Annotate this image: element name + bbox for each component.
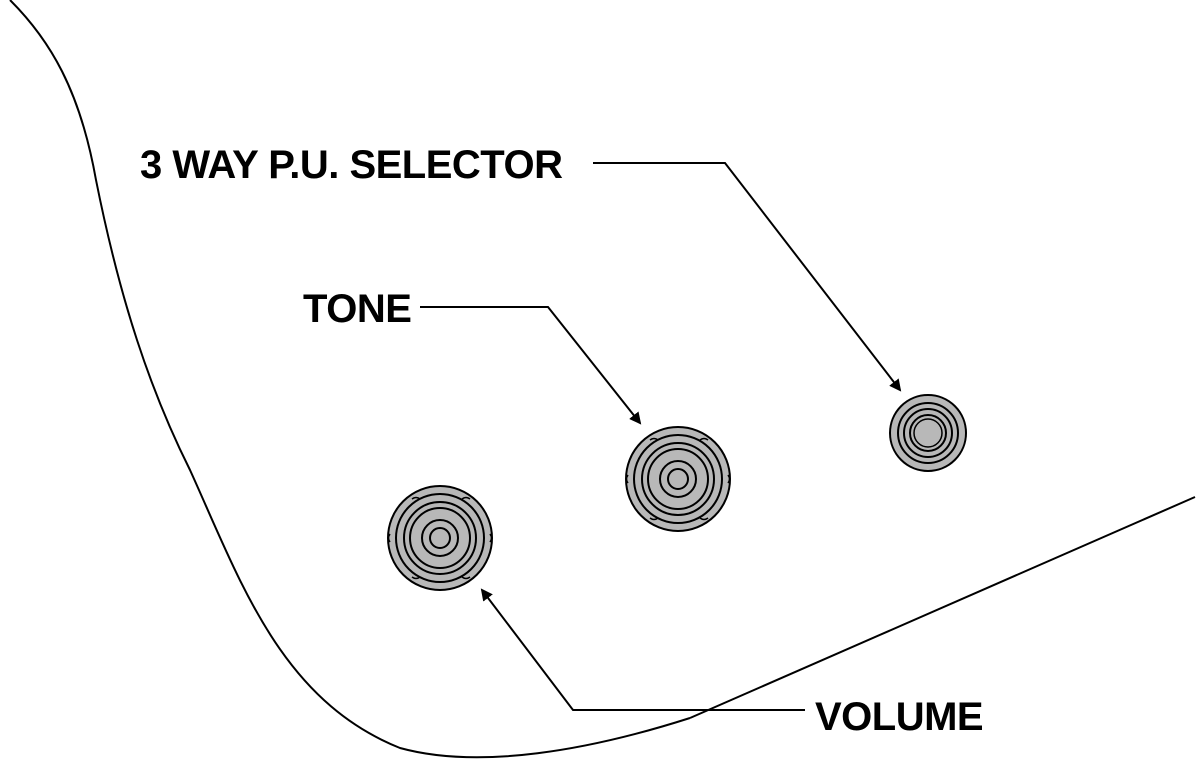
selector-label: 3 WAY P.U. SELECTOR: [140, 143, 563, 187]
volume-label: VOLUME: [815, 695, 983, 739]
volume-leader-line: [480, 588, 805, 711]
tone-leader-line: [420, 306, 642, 425]
pickguard-edge-line: [689, 496, 1196, 719]
selector-switch-knob: [889, 394, 967, 472]
guitar-body-outline: [9, 0, 691, 759]
selector-leader-line: [593, 162, 902, 392]
tone-label: TONE: [303, 287, 411, 331]
tone-knob: [625, 426, 731, 532]
volume-knob: [387, 485, 493, 591]
